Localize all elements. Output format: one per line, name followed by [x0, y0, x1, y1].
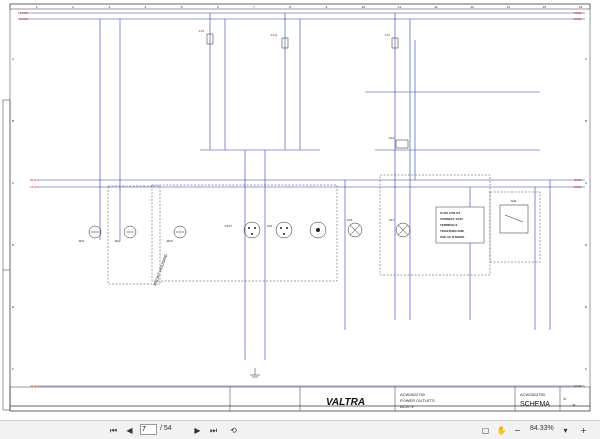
- bus-label: 30.A20: [30, 178, 40, 182]
- component-label: -F16: [384, 33, 391, 37]
- column-label: 2: [72, 5, 74, 9]
- column-label: 3: [108, 5, 110, 9]
- column-label: 11: [398, 5, 401, 9]
- schema-label: SCHEMA: [520, 401, 550, 408]
- zoom-out-icon[interactable]: −: [514, 426, 521, 435]
- bus-label: 31.A20: [30, 384, 40, 388]
- column-label: 13: [470, 5, 474, 9]
- fuse-f111: -F111: [270, 33, 289, 49]
- next-page-icon[interactable]: ▶: [194, 426, 201, 435]
- component-r22: -R22: [114, 225, 137, 243]
- row-label: A: [12, 57, 14, 61]
- doc-number-2: ACW2822790: [520, 392, 546, 397]
- column-label: 1: [36, 5, 38, 9]
- component-r21: -R21: [78, 225, 102, 243]
- column-label: 8: [289, 5, 291, 9]
- front-housing-label: FRONT HOUSING: [152, 253, 168, 286]
- sheet-number: 1/: [563, 396, 567, 401]
- component-s34: -S34: [499, 199, 529, 234]
- column-label: 6: [217, 5, 219, 9]
- pilot-note-line: TERMINALS: [440, 223, 458, 227]
- component-label: -R22: [114, 239, 121, 243]
- component-label: -X15: [346, 218, 353, 222]
- doc-subtitle: AC37.3: [400, 404, 414, 409]
- component-label: -X127: [224, 224, 232, 228]
- row-label: F: [585, 367, 587, 371]
- first-page-icon[interactable]: ⏮: [109, 426, 118, 435]
- bus-label: 15.B1: [574, 11, 582, 15]
- column-label: 12: [434, 5, 438, 9]
- row-label: D: [12, 243, 15, 247]
- column-label: 9: [326, 5, 328, 9]
- doc-title: POWER OUTLETS: [400, 398, 435, 403]
- page-number-input[interactable]: [140, 424, 157, 435]
- bus-label: 30.B1: [574, 17, 582, 21]
- viewer-toolbar: ⏮ ◀ / 54 ▶ ⏭ ⟲ ▢ ✋ − 84.33% ▾ +: [0, 420, 600, 439]
- doc-number: ACW2822790: [400, 392, 426, 397]
- bus-label: 31.B1: [574, 384, 582, 388]
- component-x15: -X15: [346, 218, 363, 238]
- select-tool-icon[interactable]: ▢: [481, 426, 490, 435]
- column-label: 5: [181, 5, 183, 9]
- sheet-total: 34: [572, 403, 576, 407]
- ground-icon: [250, 368, 260, 378]
- fuse-f16: -F16: [384, 33, 399, 49]
- component-label: -S34: [510, 199, 517, 203]
- component-x127: -X127: [224, 221, 261, 239]
- row-label: F: [12, 367, 14, 371]
- column-label: 16: [579, 5, 583, 9]
- row-label: E: [12, 305, 14, 309]
- column-label: 7: [253, 5, 255, 9]
- column-label: 14: [507, 5, 511, 9]
- component-label: -F15: [198, 29, 205, 33]
- component-label: -X17: [388, 218, 395, 222]
- component-label: -X21: [266, 224, 273, 228]
- column-label: 10: [362, 5, 366, 9]
- component-label: -R21: [78, 239, 85, 243]
- component-label: -F111: [270, 33, 278, 37]
- page-total: / 54: [160, 425, 172, 432]
- brand-logo: VALTRA: [326, 397, 365, 408]
- component-label: -K12: [388, 136, 395, 140]
- bus-label: 30.A20: [18, 17, 28, 21]
- fuse-f15: -F15: [198, 29, 214, 45]
- component-r20: -R20: [166, 225, 187, 243]
- column-label: 4: [145, 5, 147, 9]
- rotate-icon[interactable]: ⟲: [230, 426, 237, 435]
- row-label: B: [585, 119, 587, 123]
- prev-page-icon[interactable]: ◀: [126, 426, 133, 435]
- bus-label: 15.A20: [18, 11, 28, 15]
- pilot-note-line: IF NO 2-PILOT: [440, 211, 461, 215]
- last-page-icon[interactable]: ⏭: [209, 426, 218, 435]
- bus-label: 15.A20: [30, 185, 40, 189]
- pilot-note-line: USE AS OTHERS: [440, 235, 464, 239]
- bus-label: 15.B1: [574, 185, 582, 189]
- pilot-note-line: CONNECT X129: [440, 217, 463, 221]
- row-label: B: [12, 119, 14, 123]
- zoom-level[interactable]: 84.33%: [530, 425, 554, 432]
- component-k12: -K12: [388, 136, 409, 149]
- bus-label: 30.B1: [574, 178, 582, 182]
- hand-tool-icon[interactable]: ✋: [496, 426, 507, 435]
- pilot-note-line: TOGETHER AND: [440, 229, 465, 233]
- row-label: E: [585, 305, 587, 309]
- component-x21: -X21: [266, 221, 293, 239]
- component-label: -R20: [166, 239, 173, 243]
- row-label: C: [585, 181, 588, 185]
- component-x17: -X17: [388, 218, 411, 238]
- row-label: A: [585, 57, 587, 61]
- zoom-in-icon[interactable]: +: [580, 426, 587, 435]
- row-label: D: [585, 243, 588, 247]
- row-label: C: [12, 181, 15, 185]
- zoom-dropdown-icon[interactable]: ▾: [563, 426, 568, 435]
- column-label: 15: [543, 5, 547, 9]
